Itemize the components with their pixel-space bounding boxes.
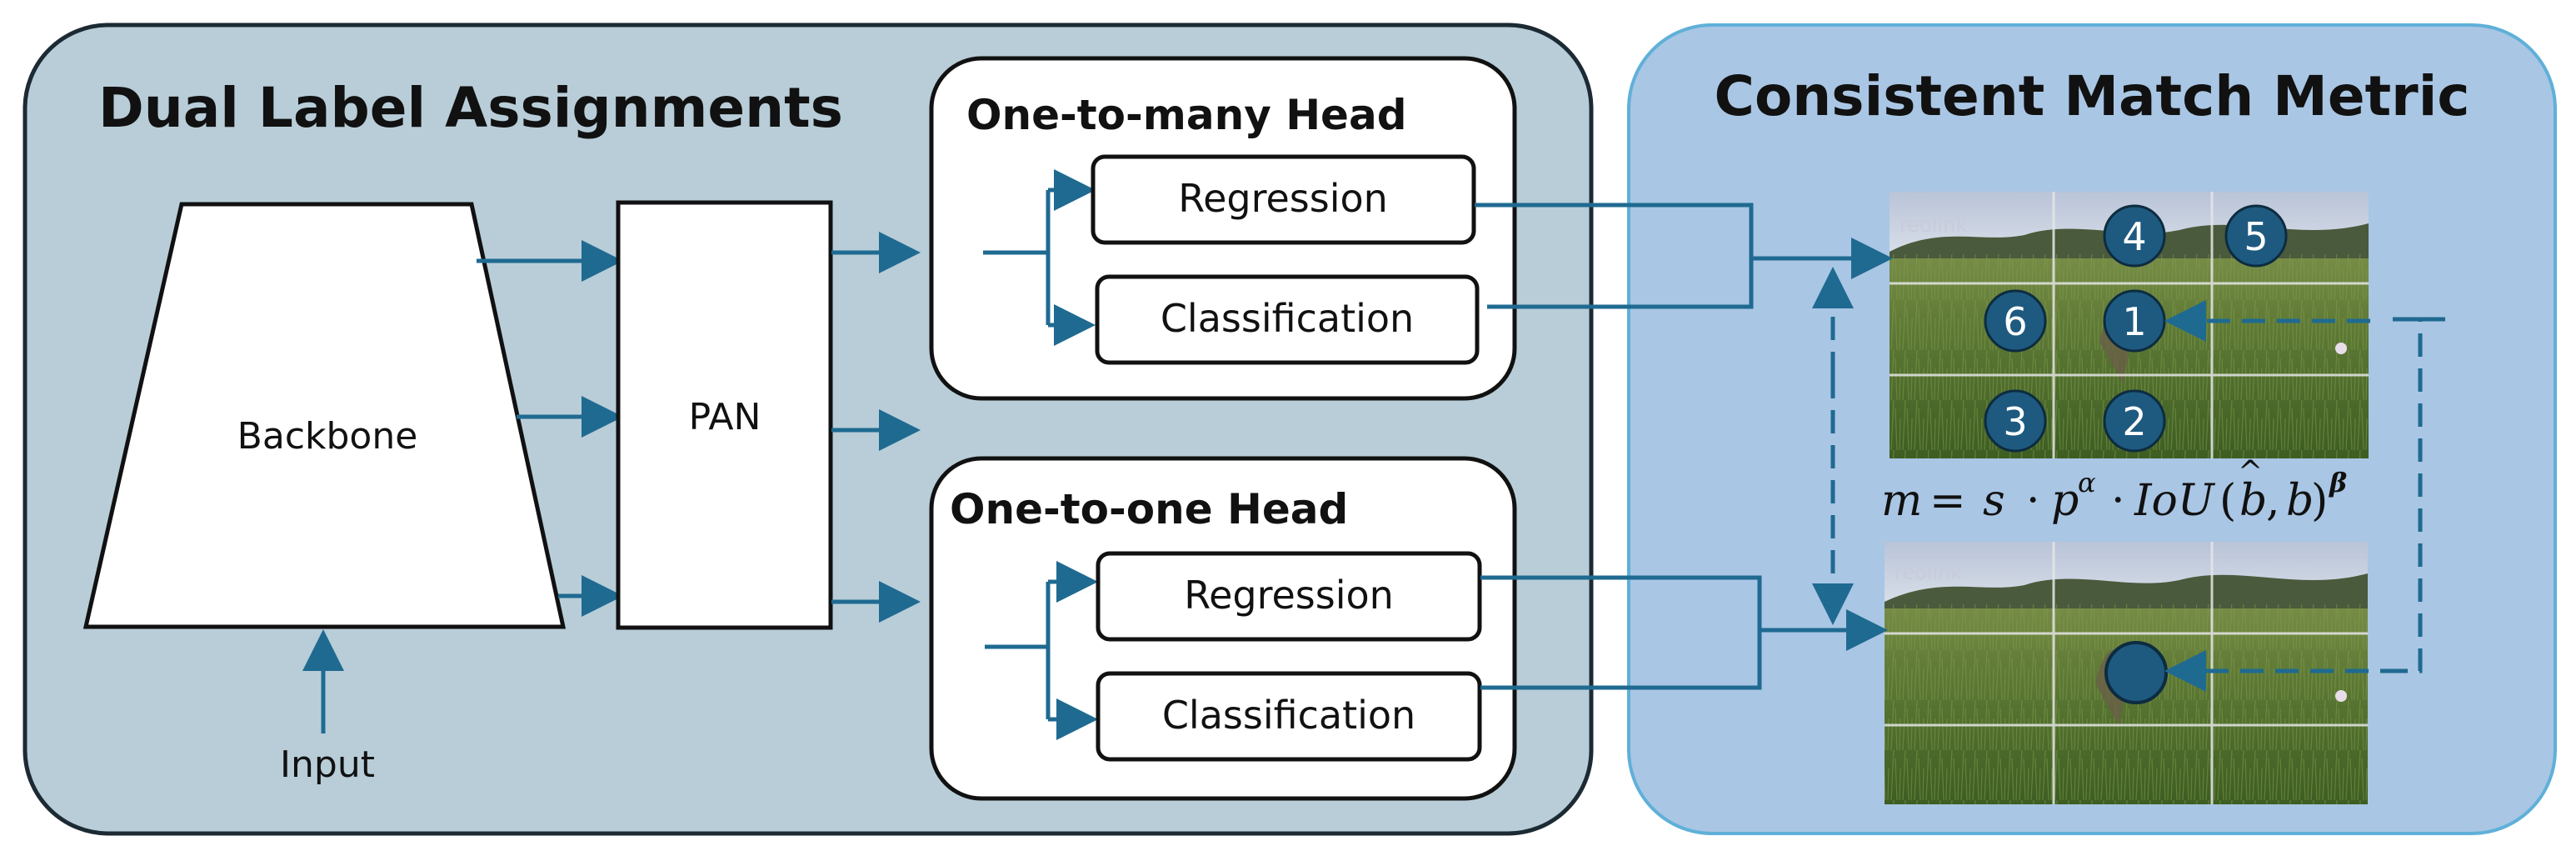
formula-p: p — [2051, 476, 2079, 526]
dual-label-assignments-title: Dual Label Assignments — [98, 76, 843, 140]
anchor-number: 1 — [2122, 299, 2146, 344]
one-to-many-regression-output-line — [1475, 203, 1754, 309]
one-to-one-regression-box — [1096, 551, 1482, 642]
anchor-marker: 1 — [2103, 289, 2166, 353]
pan-block — [616, 200, 833, 630]
one-to-many-classification-box — [1095, 274, 1480, 365]
formula-m: m — [1881, 476, 1922, 526]
one-to-one-classification-label: Classification — [1162, 693, 1415, 738]
one-to-one-split-connector — [985, 582, 1051, 719]
one-to-one-classification-box — [1096, 671, 1482, 762]
formula-dot-1: · — [2026, 476, 2040, 526]
formula-alpha: α — [2078, 467, 2096, 498]
formula-iou: IoU — [2134, 476, 2216, 526]
input-label: Input — [280, 743, 375, 786]
anchor-number: 2 — [2122, 399, 2146, 444]
one-to-many-head-title: One-to-many Head — [966, 91, 1407, 139]
one-to-one-regression-output-line — [1480, 575, 1762, 690]
anchor-marker: 2 — [2103, 389, 2166, 453]
selected-anchor-marker — [2104, 641, 2168, 704]
one-to-many-regression-label: Regression — [1178, 176, 1388, 221]
formula-s: s — [1983, 476, 2005, 526]
formula-beta: β — [2329, 467, 2347, 498]
backbone-label: Backbone — [237, 415, 418, 458]
anchor-marker: 4 — [2103, 204, 2166, 268]
anchor-marker: 3 — [1984, 389, 2047, 453]
anchor-number: 5 — [2244, 214, 2268, 259]
backbone-block — [82, 202, 567, 629]
formula-b: b — [2286, 476, 2314, 526]
pan-label: PAN — [689, 396, 761, 438]
formula-dot-2: · — [2111, 476, 2125, 526]
formula-comma: , — [2266, 476, 2280, 526]
anchor-number: 3 — [2003, 399, 2027, 444]
one-to-one-regression-label: Regression — [1184, 573, 1394, 618]
formula-hat: ^ — [2238, 455, 2263, 489]
anchor-number: 6 — [2003, 299, 2027, 344]
one-to-many-split-connector — [983, 190, 1051, 325]
bottom-image-watermark: reolink — [1895, 561, 1962, 584]
one-to-many-classification-label: Classification — [1161, 296, 1414, 341]
anchor-marker: 6 — [1984, 289, 2047, 353]
anchor-number: 4 — [2122, 214, 2146, 259]
consistent-match-metric-title: Consistent Match Metric — [1715, 64, 2470, 128]
formula-open-paren: ( — [2219, 476, 2236, 526]
one-to-one-head-title: One-to-one Head — [950, 485, 1348, 533]
formula-b-hat: b — [2239, 476, 2267, 526]
consistent-match-metric-formula: m = s · p α · IoU ( ^ b , b ) β — [1881, 455, 2347, 526]
top-image-watermark: reolink — [1900, 213, 1967, 237]
anchor-marker: 5 — [2224, 204, 2288, 268]
formula-close-paren: ) — [2311, 476, 2328, 526]
formula-equals: = — [1930, 476, 1966, 526]
one-to-many-regression-box — [1091, 154, 1476, 245]
